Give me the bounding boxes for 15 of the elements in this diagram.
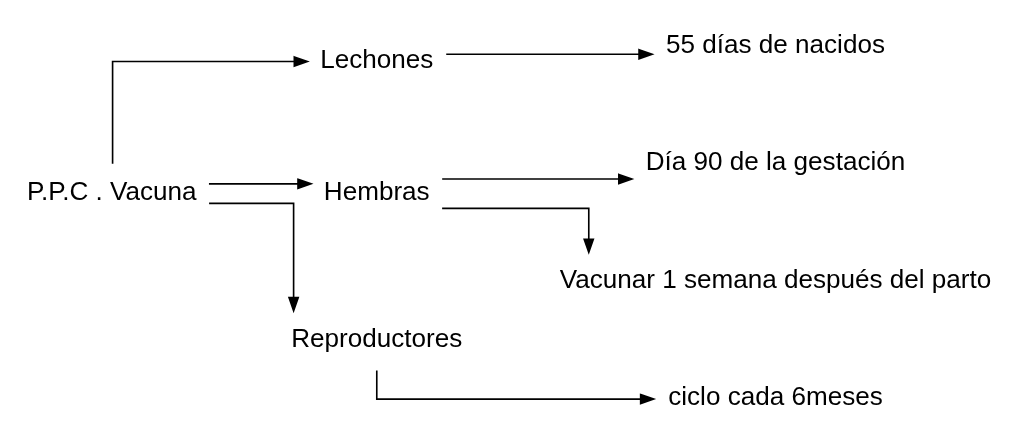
arrow	[208, 177, 314, 190]
node-text: Reproductores	[291, 322, 463, 353]
arrow	[208, 202, 300, 313]
arrow	[441, 172, 635, 185]
arrow	[375, 369, 657, 405]
node-text: Día 90 de la gestación	[645, 145, 906, 176]
node-text: Vacunar 1 semana después del parto	[559, 263, 992, 294]
arrow	[441, 207, 595, 255]
arrow	[445, 48, 655, 60]
node-text: P.P.C . Vacuna	[26, 175, 197, 206]
node-text: ciclo cada 6meses	[668, 380, 883, 411]
node-text: Hembras	[323, 175, 430, 206]
arrow	[111, 55, 310, 164]
node-text: Lechones	[320, 43, 434, 74]
node-text: 55 días de nacidos	[666, 28, 885, 59]
